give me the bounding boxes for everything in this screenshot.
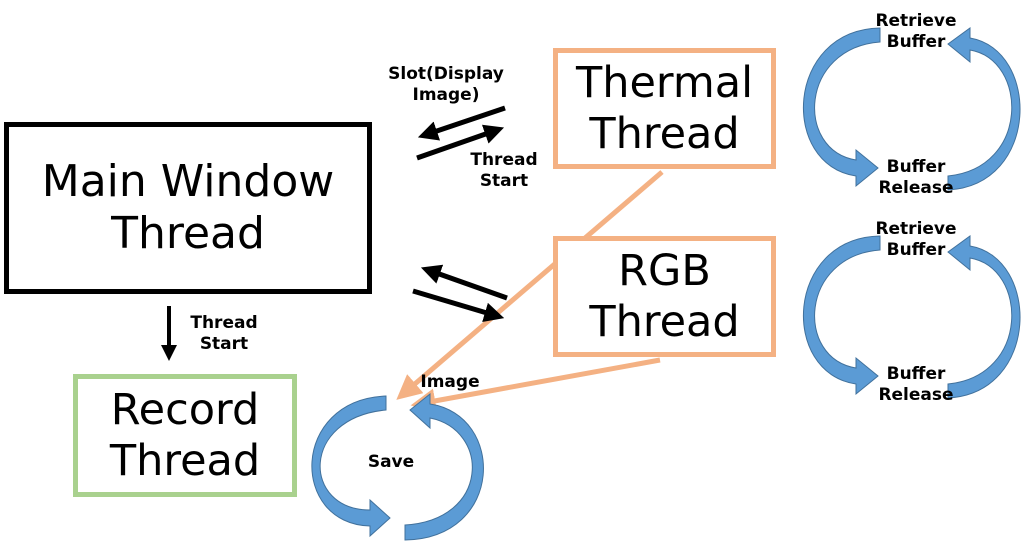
thermal-start-line1: Thread bbox=[470, 150, 538, 170]
thermal-to-save-image-arrow bbox=[396, 170, 664, 400]
rgb-node-line2: Thread bbox=[589, 296, 740, 347]
rgb-release-line2: Release bbox=[878, 385, 954, 406]
record-node-line2: Thread bbox=[109, 435, 261, 486]
thermal-retrieve-line2: Buffer bbox=[886, 32, 946, 53]
rgb-release-line1: Buffer bbox=[886, 364, 946, 384]
thermal-release-line1: Buffer bbox=[886, 157, 946, 177]
rgb-slot-display-image-arrow bbox=[420, 264, 508, 301]
rgb-thread-start-arrow bbox=[412, 288, 505, 323]
thermal-node-line1: Thermal bbox=[575, 57, 754, 108]
thermal-loop-right-arc bbox=[947, 27, 1021, 191]
rgb-buffer-loop-icon bbox=[802, 235, 1021, 399]
image-label-text: Image bbox=[420, 372, 480, 392]
record-start-line1: Thread bbox=[190, 313, 258, 333]
main-node-line2: Thread bbox=[111, 208, 265, 259]
thermal-start-line2: Start bbox=[479, 171, 529, 192]
save-loop-icon bbox=[311, 392, 484, 541]
thermal-thread-node: Thermal Thread bbox=[553, 48, 776, 169]
record-thread-start-label: Thread Start bbox=[182, 313, 266, 356]
rgb-loop-right-arc bbox=[947, 235, 1021, 399]
thermal-retrieve-buffer-label: Retrieve Buffer bbox=[866, 11, 966, 54]
record-node-line1: Record bbox=[110, 384, 260, 435]
save-label: Save bbox=[356, 452, 426, 473]
rgb-retrieve-line2: Buffer bbox=[886, 240, 946, 261]
record-start-line2: Start bbox=[199, 334, 249, 355]
rgb-to-save-image-arrow bbox=[410, 357, 661, 414]
rgb-retrieve-buffer-label: Retrieve Buffer bbox=[866, 219, 966, 262]
save-loop-right-arc bbox=[404, 392, 484, 541]
slot-display-image-arrow bbox=[417, 105, 506, 141]
thermal-buffer-release-label: Buffer Release bbox=[866, 157, 966, 200]
rgb-buffer-release-label: Buffer Release bbox=[866, 364, 966, 407]
thermal-thread-start-label: Thread Start bbox=[462, 150, 546, 193]
rgb-loop-left-arc bbox=[802, 235, 881, 396]
thermal-release-line2: Release bbox=[878, 178, 954, 199]
slot-label-line2: Image) bbox=[412, 85, 480, 106]
thermal-loop-left-arc bbox=[802, 27, 881, 188]
slot-label-line1: Slot(Display bbox=[388, 64, 504, 84]
slot-display-image-label: Slot(Display Image) bbox=[378, 64, 514, 107]
rgb-retrieve-line1: Retrieve bbox=[875, 219, 957, 239]
thermal-thread-start-arrow bbox=[416, 124, 505, 161]
thermal-buffer-loop-icon bbox=[802, 27, 1021, 191]
record-thread-node: Record Thread bbox=[73, 374, 297, 497]
rgb-node-line1: RGB bbox=[618, 245, 711, 296]
main-window-thread-node: Main Window Thread bbox=[4, 122, 372, 294]
rgb-thread-node: RGB Thread bbox=[553, 236, 776, 357]
thermal-node-line2: Thread bbox=[589, 108, 740, 159]
save-label-text: Save bbox=[367, 452, 415, 472]
save-loop-left-arc bbox=[311, 395, 391, 538]
thermal-retrieve-line1: Retrieve bbox=[875, 11, 957, 31]
image-label: Image bbox=[412, 372, 488, 393]
main-node-line1: Main Window bbox=[41, 156, 335, 208]
